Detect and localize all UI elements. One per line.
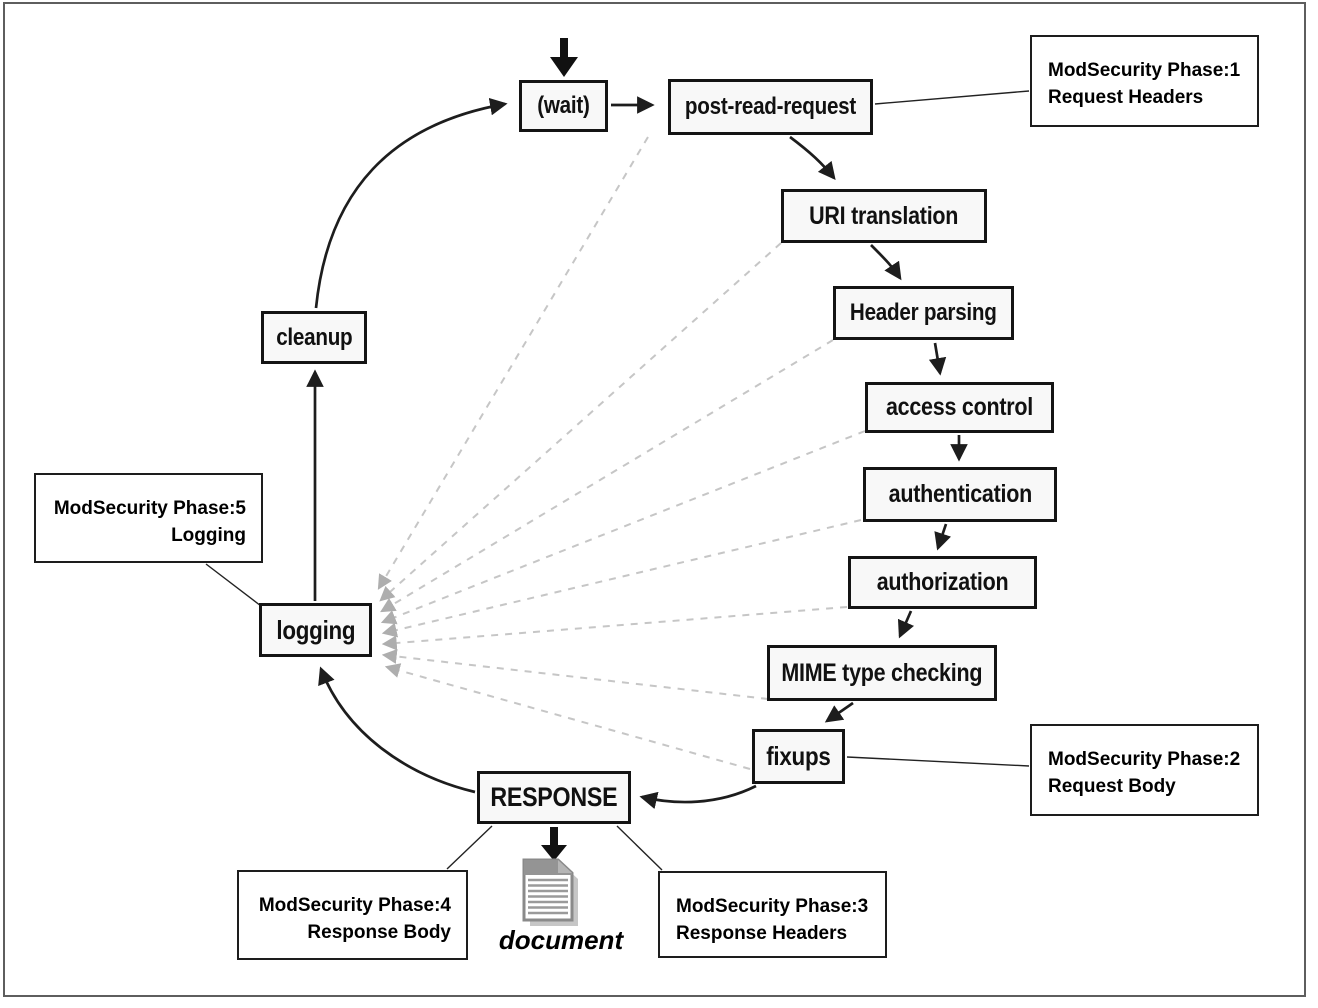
dashed-arrow-access-control-to-logging (380, 430, 866, 625)
node-response-label: RESPONSE (490, 782, 618, 812)
dashed-arrow-authorization-to-logging (381, 606, 848, 651)
annotation-phase1: ModSecurity Phase:1 Request Headers (1030, 35, 1259, 127)
arrow-cleanup-to-wait (314, 97, 508, 309)
arrow-fixups-to-response (639, 784, 757, 809)
node-wait-label: (wait) (537, 92, 590, 119)
node-response: RESPONSE (477, 771, 631, 824)
callout-line-post-read-request-to-phase1 (874, 90, 1030, 105)
node-access-control-label: access control (886, 393, 1033, 421)
document-icon (521, 858, 585, 935)
node-authorization: authorization (848, 556, 1037, 609)
annotation-phase4-line1: ModSecurity Phase:4 (258, 895, 451, 916)
dashed-arrow-mime-type-checking-to-logging (381, 649, 769, 700)
node-authentication-label: authentication (888, 480, 1032, 508)
arrow-post-read-request-to-uri-translation (789, 135, 836, 181)
node-cleanup-label: cleanup (275, 323, 353, 351)
arrow-response-to-logging (318, 666, 476, 794)
annotation-phase3: ModSecurity Phase:3 Response Headers (658, 871, 887, 958)
response-to-document-arrow (541, 827, 567, 861)
node-uri-translation-label: URI translation (809, 201, 959, 230)
node-access-control: access control (865, 382, 1054, 433)
annotation-phase5-line2: Logging (171, 525, 246, 546)
annotation-phase4-line2: Response Body (307, 922, 451, 943)
annotation-phase2-line2: Request Body (1048, 776, 1176, 797)
callout-line-response-to-phase3 (616, 825, 663, 871)
annotation-phase1-line2: Request Headers (1048, 87, 1204, 108)
dashed-arrow-post-read-request-to-logging (377, 136, 649, 590)
node-header-parsing: Header parsing (833, 286, 1014, 340)
dashed-arrow-uri-translation-to-logging (379, 242, 782, 602)
arrow-header-parsing-to-access-control (928, 342, 947, 376)
annotation-phase1-line1: ModSecurity Phase:1 (1048, 60, 1241, 81)
node-post-read-request-label: post-read-request (684, 93, 857, 120)
node-uri-translation: URI translation (781, 189, 987, 243)
document-label: document (498, 925, 624, 955)
request-entry-arrow (550, 38, 578, 77)
node-fixups-label: fixups (766, 741, 831, 771)
node-header-parsing-label: Header parsing (850, 299, 997, 326)
dashed-arrow-authentication-to-logging (381, 519, 862, 638)
node-mime-type-checking-label: MIME type checking (781, 658, 983, 687)
dashed-arrow-header-parsing-to-logging (380, 339, 834, 613)
annotation-phase3-line2: Response Headers (676, 923, 848, 944)
node-logging-label: logging (276, 614, 355, 645)
annotation-phase4: ModSecurity Phase:4 Response Body (237, 870, 468, 960)
annotation-phase2: ModSecurity Phase:2 Request Body (1030, 724, 1259, 816)
node-authentication: authentication (863, 467, 1057, 522)
node-post-read-request: post-read-request (668, 79, 873, 135)
dashed-arrow-fixups-to-logging (384, 663, 751, 770)
node-mime-type-checking: MIME type checking (767, 645, 997, 701)
annotation-phase5-line1: ModSecurity Phase:5 (53, 498, 246, 519)
node-logging: logging (259, 603, 372, 657)
callout-line-phase5-to-logging (205, 563, 262, 607)
node-cleanup: cleanup (261, 311, 367, 364)
arrow-uri-translation-to-header-parsing (870, 244, 902, 281)
node-fixups: fixups (752, 729, 845, 784)
arrow-authorization-to-mime-type-checking (897, 610, 915, 639)
node-wait: (wait) (519, 80, 608, 132)
annotation-phase3-line1: ModSecurity Phase:3 (676, 896, 869, 917)
callout-line-response-to-phase4 (446, 825, 493, 870)
annotation-phase2-line1: ModSecurity Phase:2 (1048, 749, 1241, 770)
node-authorization-label: authorization (876, 568, 1009, 596)
arrow-authentication-to-authorization (934, 523, 952, 551)
arrow-mime-type-checking-to-fixups (824, 701, 854, 723)
callout-line-fixups-to-phase2 (846, 756, 1030, 767)
annotation-phase5: ModSecurity Phase:5 Logging (34, 473, 263, 563)
